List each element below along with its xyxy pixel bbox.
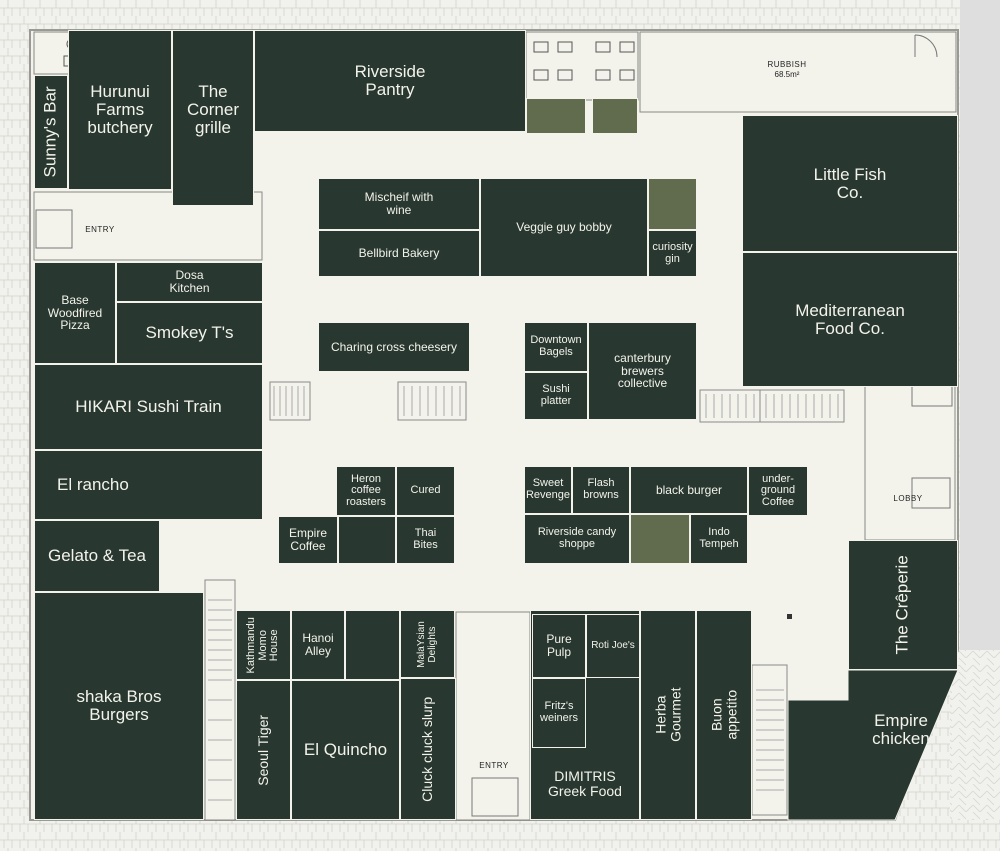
shop-the-corner-grille[interactable]: The Corner grille (172, 30, 254, 190)
shop-gelato-and-tea[interactable]: Gelato & Tea (34, 520, 160, 592)
olive-block-2 (592, 98, 638, 134)
lobby-area (864, 374, 956, 541)
shop-smokey-ts[interactable]: Smokey T's (116, 302, 263, 364)
shop-malaysian-delights[interactable]: MalaYsian Delights (400, 610, 455, 678)
entry-south-area (455, 611, 531, 821)
shop-heron-coffee-roasters[interactable]: Heron coffee roasters (336, 466, 396, 516)
lobby-label: LOBBY (893, 494, 923, 503)
shop-curiosity-gin[interactable]: curiosity gin (648, 230, 697, 277)
shop-indo-tempeh[interactable]: Indo Tempeh (690, 514, 748, 564)
rubbish-label: RUBBISH (767, 60, 807, 69)
shop-mediterranean-food-co[interactable]: Mediterranean Food Co. (742, 252, 958, 387)
shop-unnamed-unit-2 (345, 610, 400, 680)
shop-thai-bites[interactable]: Thai Bites (396, 516, 455, 564)
shop-charing-cross-cheesery[interactable]: Charing cross cheesery (318, 322, 470, 372)
shop-veggie-guy-bobby[interactable]: Veggie guy bobby (480, 178, 648, 277)
rubbish-area (639, 31, 957, 113)
shop-pure-pulp[interactable]: Pure Pulp (532, 614, 586, 678)
shop-dimitris-greek-food[interactable]: DIMITRIS Greek Food (530, 748, 640, 820)
shop-underground-coffee[interactable]: under-ground Coffee (748, 466, 808, 516)
adjacent-building (960, 0, 1000, 650)
shop-riverside-candy-shoppe[interactable]: Riverside candy shoppe (524, 514, 630, 564)
olive-block-3 (648, 178, 697, 230)
shop-dosa-kitchen[interactable]: Dosa Kitchen (116, 262, 263, 302)
shop-hanoi-alley[interactable]: Hanoi Alley (291, 610, 345, 680)
shop-sunnys-bar[interactable]: Sunny's Bar (34, 75, 68, 189)
shop-empire-chicken[interactable]: Empire chicken (872, 711, 930, 748)
shop-flash-browns[interactable]: Flash browns (572, 466, 630, 514)
shop-el-rancho[interactable]: El rancho (34, 450, 263, 520)
shop-cluck-cluck-slurp[interactable]: Cluck cluck slurp (400, 678, 456, 820)
shop-buon-appetito[interactable]: Buon appetito (696, 610, 752, 820)
olive-block-4 (630, 514, 690, 564)
shop-seoul-tiger[interactable]: Seoul Tiger (236, 680, 291, 820)
shop-shaka-bros-burgers[interactable]: shaka Bros Burgers (34, 592, 204, 820)
rubbish-area-label: 68.5m² (774, 70, 800, 79)
entry-south-label: ENTRY (479, 761, 509, 770)
shop-the-creperie[interactable]: The Crêperie (848, 540, 958, 670)
entry-west-label: ENTRY (85, 225, 115, 234)
shop-little-fish-co[interactable]: Little Fish Co. (742, 115, 958, 252)
shop-unnamed-unit (338, 516, 396, 564)
shop-downtown-bagels[interactable]: Downtown Bagels (524, 322, 588, 372)
shop-empire-coffee[interactable]: Empire Coffee (278, 516, 338, 564)
shop-fritzs-weiners[interactable]: Fritz's weiners (532, 678, 586, 748)
shop-hikari-sushi-train[interactable]: HIKARI Sushi Train (34, 364, 263, 450)
shop-hurunui-farms-butchery[interactable]: Hurunui Farms butchery (68, 30, 172, 190)
shop-el-quincho[interactable]: El Quincho (291, 680, 400, 820)
shop-bellbird-bakery[interactable]: Bellbird Bakery (318, 230, 480, 277)
shop-riverside-pantry[interactable]: Riverside Pantry (254, 30, 526, 132)
shop-mischeif-with-wine[interactable]: Mischeif with wine (318, 178, 480, 230)
shop-cured[interactable]: Cured (396, 466, 455, 516)
shop-kathmandu-momo-house[interactable]: Kathmandu Momo House (236, 610, 291, 680)
shop-roti-joes[interactable]: Roti Joe's (586, 614, 640, 678)
shop-sushi-platter[interactable]: Sushi platter (524, 372, 588, 420)
shop-base-woodfired-pizza[interactable]: Base Woodfired Pizza (34, 262, 116, 364)
olive-block-1 (526, 98, 586, 134)
shop-corner-grille-extension (172, 188, 254, 206)
shop-canterbury-brewers-collective[interactable]: canterbury brewers collective (588, 322, 697, 420)
shop-black-burger[interactable]: black burger (630, 466, 748, 514)
shop-sweet-revenge[interactable]: Sweet Revenge (524, 466, 572, 514)
shop-herba-gourmet[interactable]: Herba Gourmet (640, 610, 696, 820)
